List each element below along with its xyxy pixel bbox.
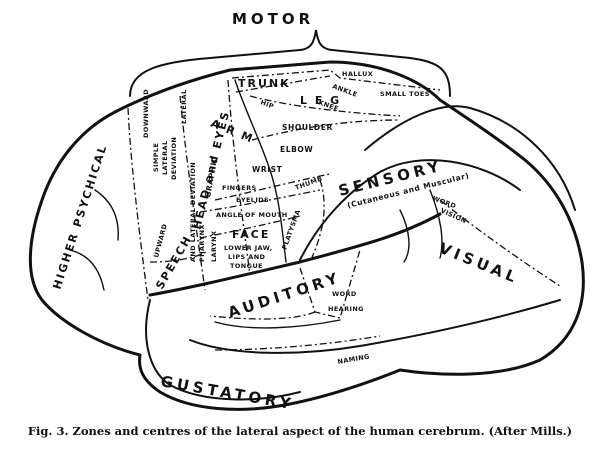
label-visual: VISUAL <box>437 239 522 287</box>
label-lower-jaw-1: LOWER JAW, <box>224 244 273 252</box>
sulcus-parietal <box>399 209 410 263</box>
label-word-hearing-2: HEARING <box>328 305 364 313</box>
label-gustatory: GUSTATORY <box>159 372 295 413</box>
label-downward: DOWNWARD <box>142 89 150 138</box>
zone-line-word-hearing <box>209 311 316 320</box>
occipital-fold <box>364 105 576 211</box>
label-larynx: LARYNX <box>210 231 218 262</box>
label-eyelids: EYELIDS <box>236 196 269 204</box>
label-simple-lateral-deviation-1: SIMPLE <box>152 143 160 172</box>
sulcus-frontal-1 <box>94 189 119 241</box>
label-small-toes: SMALL TOES <box>380 90 430 98</box>
zone-line-visual <box>439 199 561 287</box>
sulcus-temporal <box>214 319 341 329</box>
zone-line-hip <box>249 95 401 117</box>
sylvian-fissure <box>148 212 442 297</box>
motor-brace <box>129 29 451 97</box>
label-upward: UPWARD <box>152 223 169 259</box>
zone-line-speech <box>149 251 207 263</box>
temporal-fold <box>145 299 301 401</box>
zone-line-face <box>199 189 321 213</box>
zone-line-auditory <box>299 249 361 319</box>
label-leg: L E G <box>300 94 341 107</box>
label-elbow: ELBOW <box>280 145 313 154</box>
zone-line-naming <box>214 335 381 351</box>
zone-line-head-eyes <box>179 95 206 291</box>
label-pharynx: PHARYNX <box>198 224 206 262</box>
label-hallux: HALLUX <box>342 70 373 78</box>
label-angle-of-mouth: ANGLE OF MOUTH <box>216 211 288 219</box>
label-wrist: WRIST <box>252 165 283 174</box>
cerebrum-outline <box>28 60 585 411</box>
zone-line-arm <box>214 173 331 201</box>
label-lateral: LATERAL <box>180 89 188 124</box>
label-and-lateral-deviation: AND LATERAL DEVIATION <box>189 162 197 262</box>
figure-caption: Fig. 3. Zones and centres of the lateral… <box>27 424 573 438</box>
label-lower-jaw-2: LIPS AND <box>228 253 266 261</box>
label-naming: NAMING <box>337 352 370 366</box>
zone-line-trunk <box>231 69 441 91</box>
label-thumb: THUMB <box>294 175 324 192</box>
sulcus-occipital <box>429 189 443 259</box>
zone-line-sensory <box>309 179 325 263</box>
label-simple-lateral-deviation-2: LATERAL <box>161 140 169 175</box>
label-shoulder: SHOULDER <box>282 123 333 132</box>
label-fingers: FINGERS <box>222 184 257 192</box>
label-word-hearing-1: WORD <box>332 290 357 298</box>
label-trunk: TRUNK <box>238 77 291 90</box>
zone-line-face-low <box>199 215 301 239</box>
sulcus-frontal-2 <box>69 249 105 291</box>
label-face: FACE <box>232 228 270 241</box>
zone-line-leg <box>235 75 331 93</box>
zone-line-psychical <box>127 107 149 301</box>
lower-temporal-fold <box>189 299 561 354</box>
label-motor: MOTOR <box>232 10 314 28</box>
label-simple-lateral-deviation-3: DEVIATION <box>170 137 178 180</box>
label-lower-jaw-3: TONGUE <box>230 262 263 270</box>
label-hip: HIP <box>259 98 275 110</box>
zone-line-graphic <box>227 79 251 276</box>
sulcus-central <box>234 79 287 263</box>
